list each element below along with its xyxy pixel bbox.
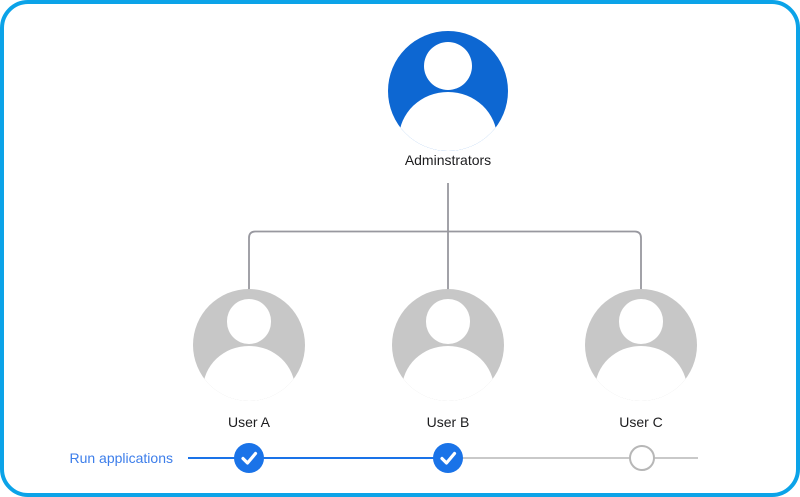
permission-line-inactive	[448, 457, 698, 459]
user-c-permission-checkbox-empty[interactable]	[629, 445, 655, 471]
person-icon-torso	[203, 346, 295, 401]
checkmark-icon	[241, 451, 258, 465]
user-b-avatar	[392, 289, 504, 401]
permission-label: Run applications	[69, 450, 173, 466]
administrators-label: Adminstrators	[404, 152, 492, 168]
person-icon	[226, 299, 272, 344]
user-a-avatar	[193, 289, 305, 401]
user-a-label: User A	[227, 414, 270, 430]
user-b-label: User B	[426, 414, 470, 430]
person-icon	[425, 299, 471, 344]
person-icon-torso	[398, 92, 498, 151]
user-a-permission-checkbox[interactable]	[234, 443, 264, 473]
permission-line-active	[188, 457, 448, 459]
checkmark-icon	[440, 451, 457, 465]
user-c-label: User C	[619, 414, 663, 430]
person-icon-torso	[402, 346, 494, 401]
user-b-permission-checkbox[interactable]	[433, 443, 463, 473]
person-icon	[424, 41, 472, 90]
user-c-avatar	[585, 289, 697, 401]
administrators-avatar	[388, 31, 508, 151]
person-icon	[618, 299, 664, 344]
person-icon-torso	[595, 346, 687, 401]
